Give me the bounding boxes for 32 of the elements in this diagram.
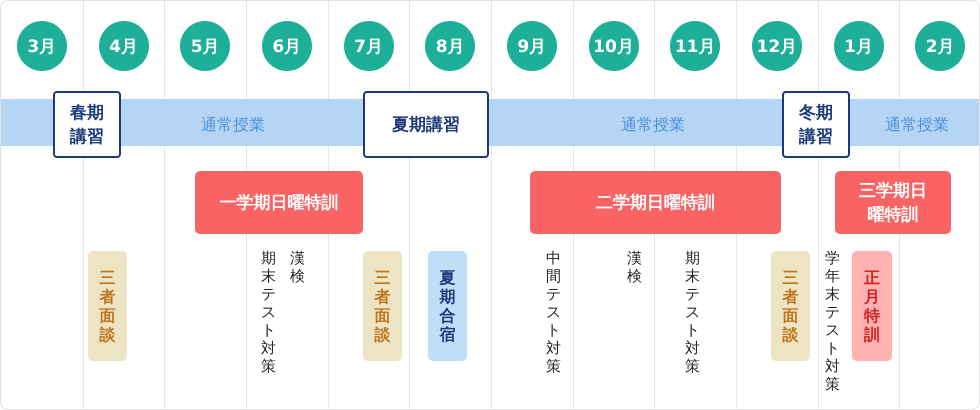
month-circle: 2月 — [915, 21, 966, 71]
month-circle: 10月 — [588, 21, 638, 71]
course-banner: 一学期日曜特訓 — [195, 171, 363, 234]
event-label: 期末テスト対策 — [261, 249, 276, 375]
month-circle: 5月 — [180, 21, 230, 71]
month-circle: 8月 — [425, 21, 476, 71]
event-pill: 三者面談 — [88, 251, 127, 361]
event-label: 期末テスト対策 — [685, 249, 700, 375]
month-circle: 9月 — [506, 21, 557, 71]
event-label: 漢検 — [627, 249, 642, 285]
event-label: 中間テスト対策 — [546, 249, 561, 375]
band-label: 通常授業 — [200, 115, 266, 136]
month-circle: 3月 — [16, 21, 67, 71]
band-label: 通常授業 — [620, 115, 686, 136]
month-circle: 11月 — [670, 21, 720, 71]
course-banner: 二学期日曜特訓 — [530, 171, 781, 234]
event-label: 漢検 — [290, 249, 305, 285]
session-box: 春期講習 — [53, 91, 121, 158]
month-circle: 12月 — [752, 21, 802, 71]
month-circle: 1月 — [834, 21, 884, 71]
month-circle: 6月 — [262, 21, 312, 71]
session-box: 冬期講習 — [782, 91, 850, 158]
month-circle: 4月 — [98, 21, 148, 71]
event-pill: 三者面談 — [771, 251, 810, 361]
band-label: 通常授業 — [884, 115, 950, 136]
month-circle: 7月 — [344, 21, 394, 71]
event-pill: 正月特訓 — [852, 251, 892, 361]
session-box: 夏期講習 — [363, 91, 489, 158]
course-banner: 三学期日曜特訓 — [835, 171, 951, 234]
event-pill: 夏期合宿 — [428, 251, 467, 361]
event-pill: 三者面談 — [363, 251, 402, 361]
event-label: 学年末テスト対策 — [825, 249, 840, 393]
